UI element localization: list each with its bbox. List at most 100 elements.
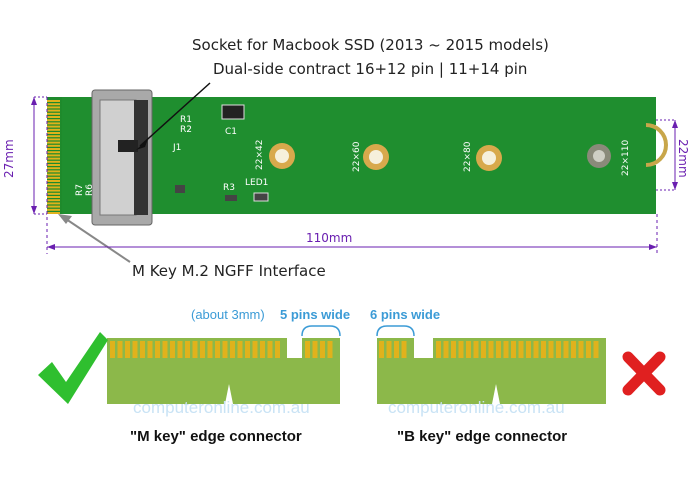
label-r2: R2: [180, 125, 192, 135]
adapter-pcb: [47, 97, 668, 214]
dimension-lines: [33, 96, 676, 254]
b-key-pin: [533, 341, 539, 358]
label-r3: R3: [223, 183, 235, 193]
m-key-pin: [177, 341, 183, 358]
m-key-pin: [252, 341, 258, 358]
edge-pin: [47, 103, 60, 106]
b-key-pin: [496, 341, 501, 358]
m-key-pin: [155, 341, 160, 358]
b-key-pin: [458, 341, 464, 358]
b-key-pin: [401, 341, 407, 358]
length-dimension-label: 110mm: [306, 231, 353, 245]
pin-width-brackets: [301, 325, 415, 337]
b-key-connector: [377, 338, 606, 404]
m-key-pin: [327, 341, 333, 358]
m-key-pin: [132, 341, 138, 358]
edge-pin: [47, 205, 60, 208]
m-key-pin: [110, 341, 115, 358]
m-key-pin: [230, 341, 235, 358]
watermark-left: computeronline.com.au: [133, 398, 310, 417]
m-key-pin: [275, 341, 280, 358]
m-key-connector: [107, 338, 340, 404]
b-key-pin: [563, 341, 569, 358]
hole-label-80: 22×80: [463, 141, 473, 172]
edge-pin: [47, 212, 60, 214]
b-key-pins-note: 6 pins wide: [370, 307, 441, 322]
edge-pin: [47, 138, 60, 141]
hole-label-110: 22×110: [621, 140, 631, 176]
m-key-pin: [237, 341, 243, 358]
m-key-pin: [215, 341, 220, 358]
dimension-arrowheads: [31, 97, 678, 250]
b-key-pin: [436, 341, 441, 358]
edge-pin: [47, 144, 60, 147]
edge-pin: [47, 157, 60, 160]
m-key-pin: [320, 341, 325, 358]
b-key-pin: [548, 341, 554, 358]
callout-arrows: [58, 82, 211, 263]
b-key-caption: "B key" edge connector: [397, 428, 568, 445]
label-r6: R6: [85, 184, 95, 196]
b-key-pin: [511, 341, 516, 358]
edge-pin: [47, 176, 60, 179]
edge-pin: [47, 180, 60, 182]
b-key-pin: [541, 341, 546, 358]
m-key-pin: [312, 341, 318, 358]
b-key-pin: [556, 341, 561, 358]
m-key-pin: [222, 341, 228, 358]
m-key-pins-note: 5 pins wide: [280, 307, 351, 322]
edge-pin: [47, 112, 60, 115]
edge-pin: [47, 202, 60, 205]
m-key-pin: [170, 341, 175, 358]
edge-pin: [47, 199, 60, 202]
edge-pin: [47, 151, 60, 154]
label-r1: R1: [180, 115, 192, 125]
edge-pin: [47, 170, 60, 173]
edge-pins-left: [47, 100, 60, 214]
silkscreen-text: 22×42 22×60 22×80 22×110 C1 J1 R3 LED1 R…: [75, 115, 631, 196]
edge-pin: [47, 173, 60, 176]
cross-icon: [622, 351, 666, 396]
edge-pin: [47, 106, 60, 109]
socket-annotation-line2: Dual-side contract 16+12 pin | 11+14 pin: [213, 60, 528, 78]
edge-pin: [47, 160, 60, 163]
edge-pin: [47, 100, 60, 102]
label-led1: LED1: [245, 178, 268, 188]
m-key-pin: [200, 341, 205, 358]
m-key-gap-note: (about 3mm): [191, 307, 265, 322]
edge-pin: [47, 128, 60, 131]
m-key-pin: [125, 341, 130, 358]
socket-annotation-line1: Socket for Macbook SSD (2013 ~ 2015 mode…: [192, 36, 549, 54]
b-key-pin: [578, 341, 584, 358]
m-key-pin: [140, 341, 145, 358]
edge-pin: [47, 186, 60, 189]
edge-pin: [47, 122, 60, 125]
edge-pin: [47, 148, 60, 150]
edge-pin: [47, 196, 60, 198]
edge-pin: [47, 154, 60, 157]
edge-pin: [47, 125, 60, 128]
b-key-pin: [386, 341, 392, 358]
edge-pin: [47, 109, 60, 112]
edge-pin: [47, 192, 60, 195]
edge-pin: [47, 135, 60, 138]
edge-pin: [47, 189, 60, 192]
watermark-right: computeronline.com.au: [388, 398, 565, 417]
m-key-pin: [162, 341, 168, 358]
m-key-pin: [185, 341, 190, 358]
b-key-pin: [451, 341, 456, 358]
edge-pin: [47, 164, 60, 166]
b-key-pin: [473, 341, 479, 358]
m-key-pin: [260, 341, 265, 358]
edge-pin: [47, 208, 60, 211]
mounting-holes: [269, 143, 611, 171]
m-key-pin: [117, 341, 123, 358]
b-key-pin: [593, 341, 599, 358]
b-key-pin: [518, 341, 524, 358]
b-key-pin: [488, 341, 494, 358]
macbook-ssd-socket: [91, 89, 153, 226]
edge-pin: [47, 132, 60, 134]
smd-components: [175, 104, 269, 202]
label-r7: R7: [75, 184, 85, 196]
